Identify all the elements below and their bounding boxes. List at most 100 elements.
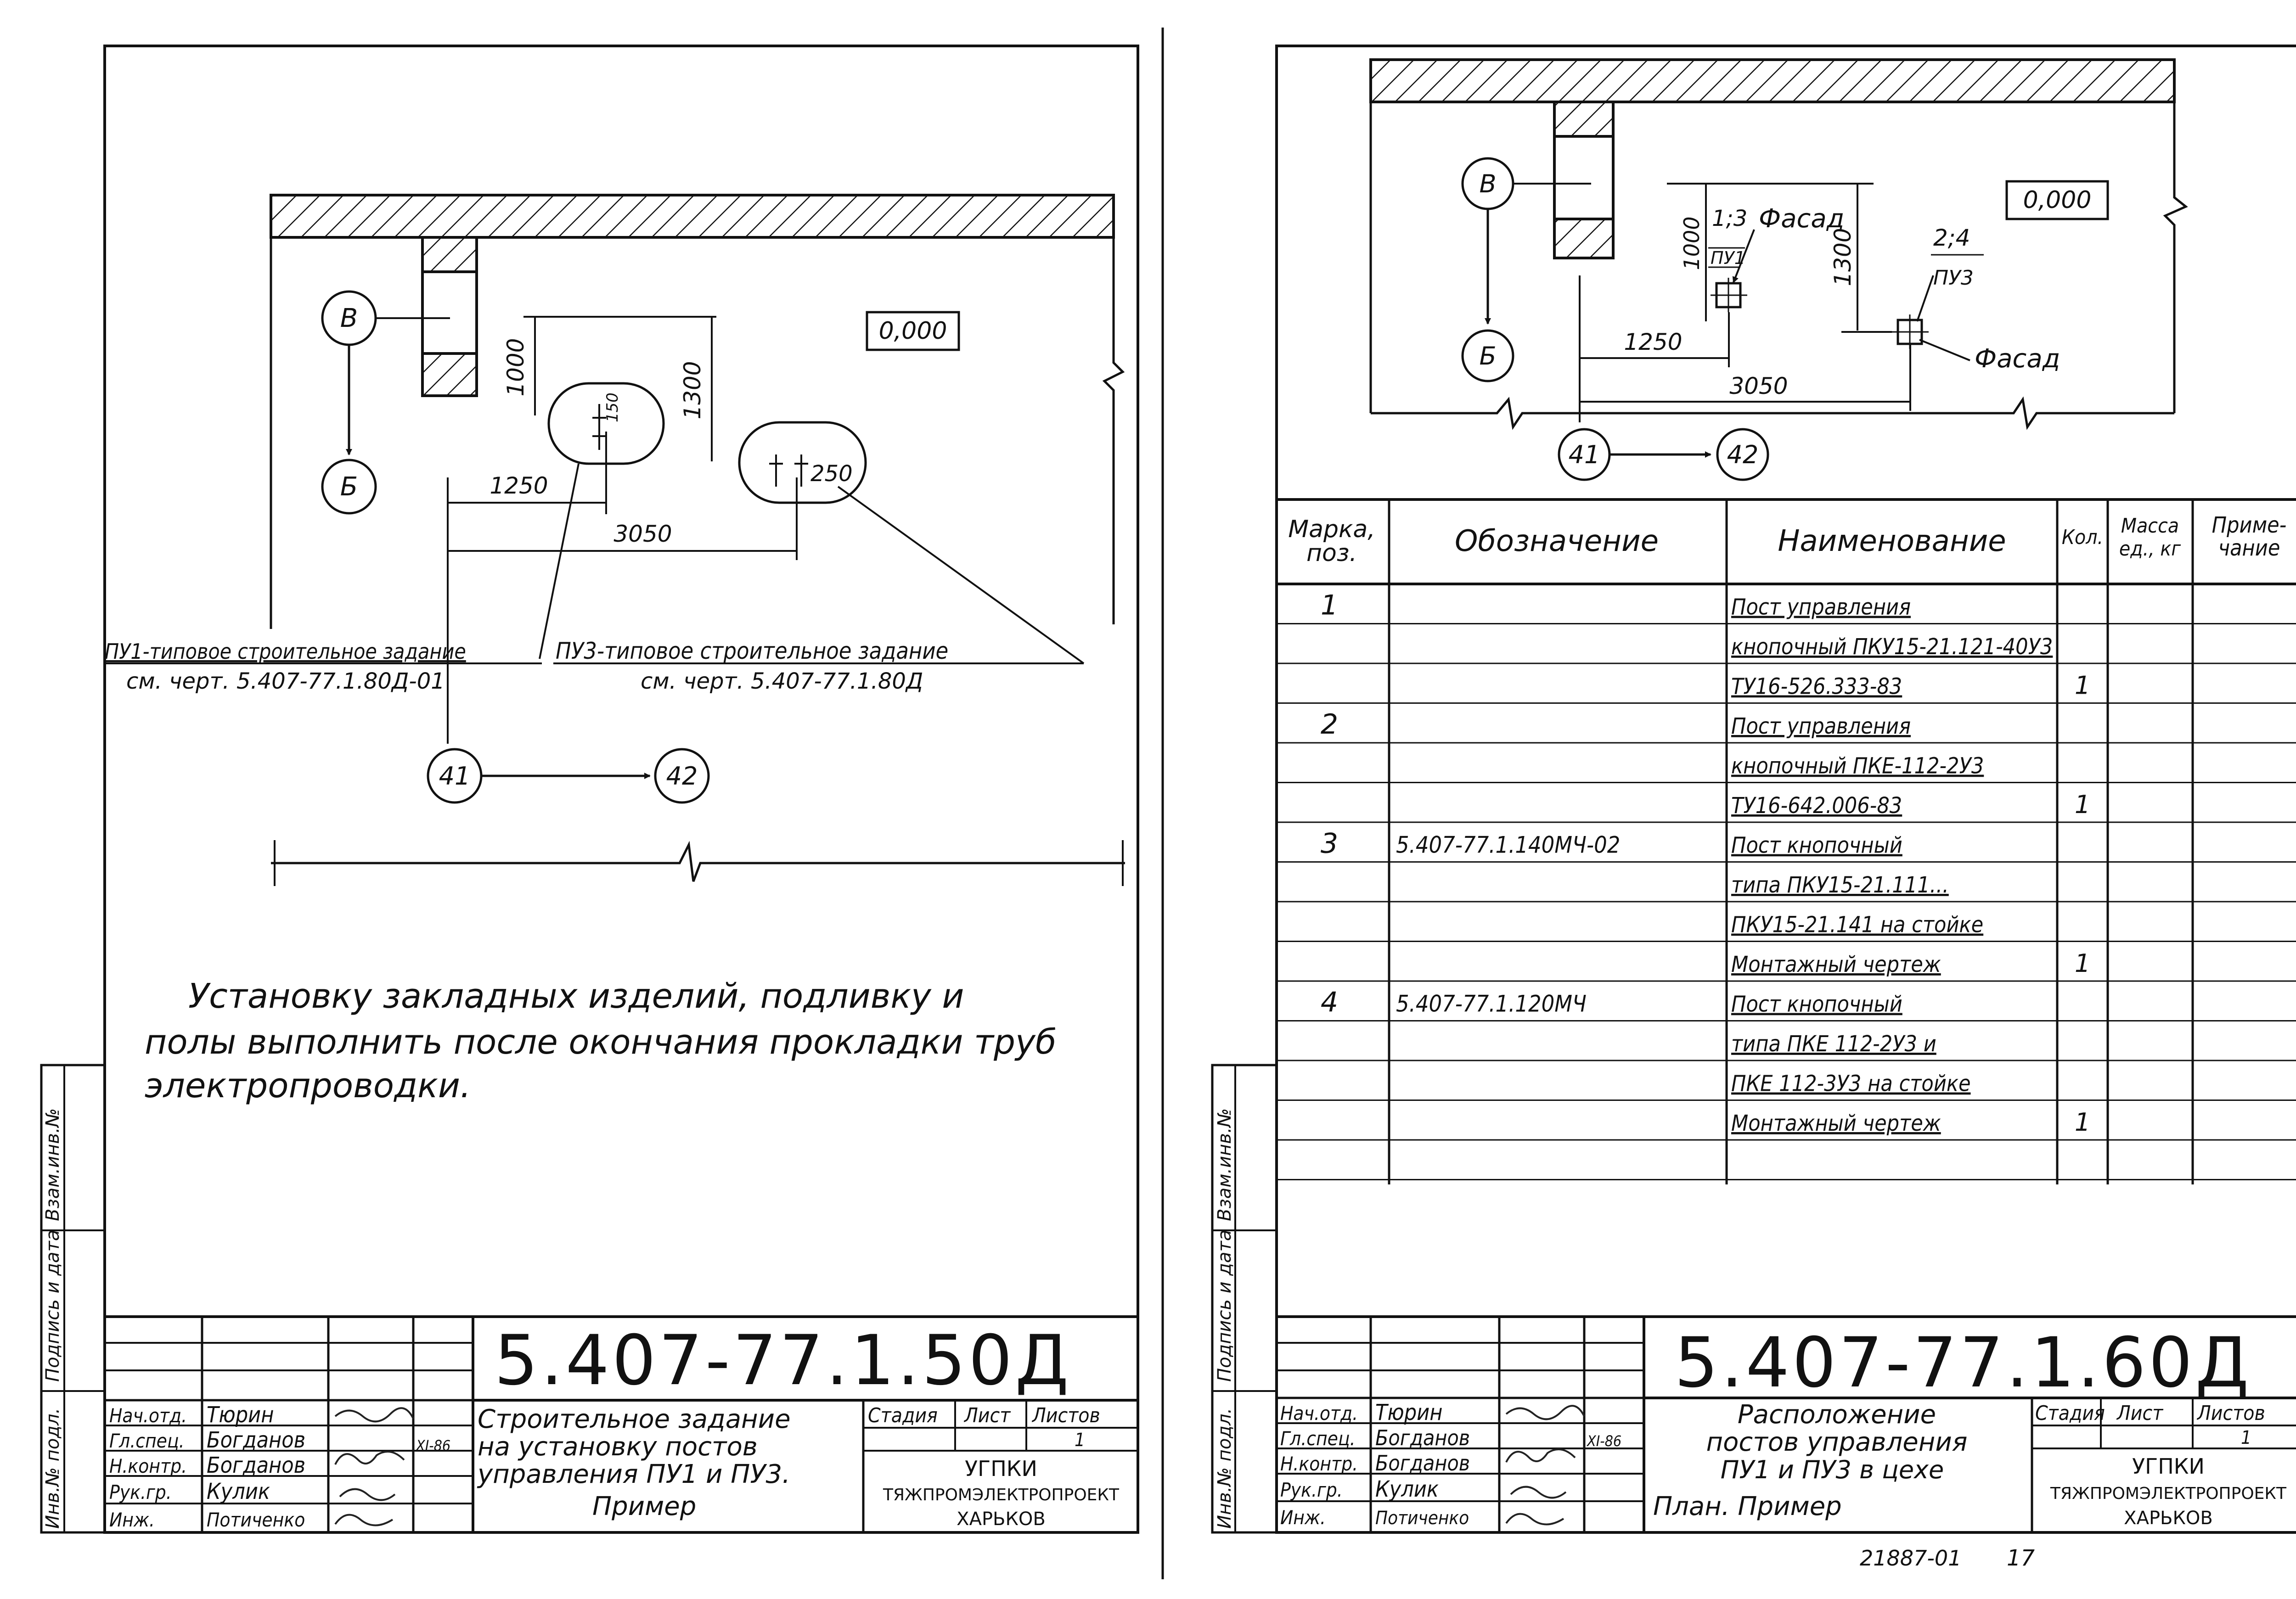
left-date: XI-86 bbox=[415, 1437, 450, 1454]
cell-name: типа ПКУ15-21.111... bbox=[1731, 872, 1949, 898]
cell-name: ПКУ15-21.141 на стойке bbox=[1731, 912, 1983, 938]
cell-qty: 1 bbox=[2075, 671, 2090, 700]
right-column-bottom bbox=[1553, 218, 1615, 259]
cell-name: Пост кнопочный bbox=[1731, 833, 1902, 858]
right-role-2: Гл.спец. bbox=[1280, 1427, 1356, 1450]
right-side-replace: Взам.инв.№ bbox=[1214, 1108, 1235, 1221]
left-axis-bb: Б bbox=[340, 472, 358, 502]
cell-name: ПКЕ 112-3У3 на стойке bbox=[1731, 1071, 1971, 1097]
table-row: кнопочный ПКЕ-112-2У3 bbox=[1731, 753, 1984, 779]
right-sheets-value: 1 bbox=[2241, 1427, 2251, 1448]
table-row: типа ПКУ15-21.111... bbox=[1731, 872, 1949, 898]
left-title-line-3: управления ПУ1 и ПУ3. bbox=[477, 1459, 790, 1489]
cell-name: типа ПКЕ 112-2У3 и bbox=[1731, 1031, 1936, 1057]
left-side-sign: Подпись и дата bbox=[42, 1230, 63, 1382]
right-facade-2: Фасад bbox=[1975, 344, 2060, 374]
left-name-1: Тюрин bbox=[207, 1402, 274, 1428]
cell-name: кнопочный ПКУ15-21.121-40У3 bbox=[1731, 634, 2053, 660]
left-note-py3: ПУ3-типовое строительное задание bbox=[556, 638, 948, 664]
col-header-mark-2: поз. bbox=[1306, 539, 1357, 567]
right-role-1: Нач.отд. bbox=[1280, 1402, 1358, 1425]
left-name-3: Богданов bbox=[207, 1453, 305, 1478]
right-column-body bbox=[1553, 135, 1615, 220]
right-page-number: 17 bbox=[2007, 1545, 2035, 1571]
left-sheet-frame bbox=[103, 45, 1139, 1534]
left-elevation: 0,000 bbox=[879, 317, 947, 345]
right-sheet-label: Лист bbox=[2116, 1402, 2164, 1425]
left-title-line-1: Строительное задание bbox=[478, 1404, 791, 1434]
cell-mark: 1 bbox=[1321, 589, 1338, 622]
right-side-inv: Инв.№ подл. bbox=[1214, 1408, 1235, 1529]
right-name-5: Потиченко bbox=[1375, 1508, 1469, 1529]
right-name-4: Кулик bbox=[1375, 1476, 1439, 1502]
col-header-mass-2: ед., кг bbox=[2119, 537, 2181, 561]
left-signature-1 bbox=[334, 1407, 414, 1423]
cell-qty: 1 bbox=[2075, 790, 2090, 819]
left-dim-150: 150 bbox=[603, 393, 622, 422]
left-axis-bb-bubble bbox=[321, 459, 377, 515]
left-instruction-2: полы выполнить после окончания прокладки… bbox=[145, 1022, 1056, 1062]
left-signature-3 bbox=[339, 1488, 396, 1501]
right-elevation-box bbox=[2005, 180, 2109, 220]
col-header-name: Наименование bbox=[1778, 524, 2006, 558]
spec-table: Марка, поз. Обозначение Наименование Кол… bbox=[1277, 498, 2296, 1184]
cell-mark: 2 bbox=[1321, 708, 1338, 741]
table-row: кнопочный ПКУ15-21.121-40У3 bbox=[1731, 634, 2053, 660]
left-stage-label: Стадия bbox=[868, 1404, 938, 1427]
left-note-py1: ПУ1-типовое строительное задание bbox=[105, 639, 466, 664]
right-archive-number: 21887-01 bbox=[1860, 1546, 1961, 1571]
left-instruction-1: Установку закладных изделий, подливку и bbox=[188, 976, 964, 1016]
left-side-stamp: Инв.№ подл. Подпись и дата Взам.инв.№ bbox=[40, 1064, 106, 1534]
left-axis-42-bubble bbox=[654, 748, 710, 804]
right-label-24: 2;4 bbox=[1933, 224, 1970, 251]
left-axis-41: 41 bbox=[439, 762, 471, 791]
right-name-1: Тюрин bbox=[1375, 1400, 1442, 1425]
col-header-mass-1: Масса bbox=[2121, 514, 2179, 538]
right-side-stamp: Инв.№ подл. Подпись и дата Взам.инв.№ bbox=[1211, 1064, 1278, 1534]
left-dim-1250: 1250 bbox=[490, 472, 548, 499]
col-header-mark-1: Марка, bbox=[1288, 516, 1375, 543]
left-title-line-4: Пример bbox=[592, 1492, 696, 1521]
right-dim-1300: 1300 bbox=[1829, 228, 1856, 286]
right-org-3: ХАРЬКОВ bbox=[2124, 1508, 2213, 1529]
left-org-2: ТЯЖПРОМЭЛЕКТРОПРОЕКТ bbox=[883, 1486, 1120, 1504]
right-axis-b: В bbox=[1479, 169, 1496, 198]
right-role-3: Н.контр. bbox=[1280, 1453, 1358, 1475]
table-row: типа ПКЕ 112-2У3 и bbox=[1731, 1031, 1936, 1057]
cell-designation: 5.407-77.1.120МЧ bbox=[1396, 991, 1587, 1017]
left-dim-250: 250 bbox=[810, 461, 853, 487]
right-wall-beam bbox=[1369, 58, 2176, 103]
cell-mark: 3 bbox=[1321, 828, 1338, 860]
cell-name: Пост кнопочный bbox=[1731, 992, 1902, 1017]
left-axis-b: В bbox=[340, 303, 358, 333]
left-dim-1300: 1300 bbox=[679, 361, 706, 419]
left-role-5: Инж. bbox=[109, 1509, 155, 1531]
cell-name: ТУ16-642.006-83 bbox=[1731, 793, 1902, 819]
right-side-sign: Подпись и дата bbox=[1214, 1230, 1235, 1382]
right-role-5: Инж. bbox=[1280, 1506, 1326, 1529]
right-org-1: УГПКИ bbox=[2132, 1454, 2205, 1479]
left-role-4: Рук.гр. bbox=[109, 1481, 172, 1504]
right-sheet: Инв.№ подл. Подпись и дата Взам.инв.№ В … bbox=[1211, 45, 2296, 1571]
left-column-body bbox=[421, 270, 478, 355]
right-dim-3050: 3050 bbox=[1729, 373, 1788, 399]
right-axis-42-bubble bbox=[1716, 428, 1769, 481]
left-sheets-label: Листов bbox=[1031, 1404, 1100, 1427]
cell-qty: 1 bbox=[2075, 949, 2090, 978]
col-header-designation: Обозначение bbox=[1455, 524, 1659, 558]
right-axis-bb: Б bbox=[1479, 342, 1496, 370]
right-signature-1 bbox=[1505, 1405, 1585, 1420]
left-org-3: ХАРЬКОВ bbox=[957, 1509, 1046, 1530]
cell-qty: 1 bbox=[2075, 1108, 2090, 1137]
right-name-3: Богданов bbox=[1375, 1451, 1470, 1476]
left-wall-beam bbox=[270, 194, 1115, 239]
right-dim-1000: 1000 bbox=[1679, 216, 1704, 270]
left-role-3: Н.контр. bbox=[109, 1455, 187, 1477]
right-signature-3 bbox=[1510, 1486, 1567, 1499]
